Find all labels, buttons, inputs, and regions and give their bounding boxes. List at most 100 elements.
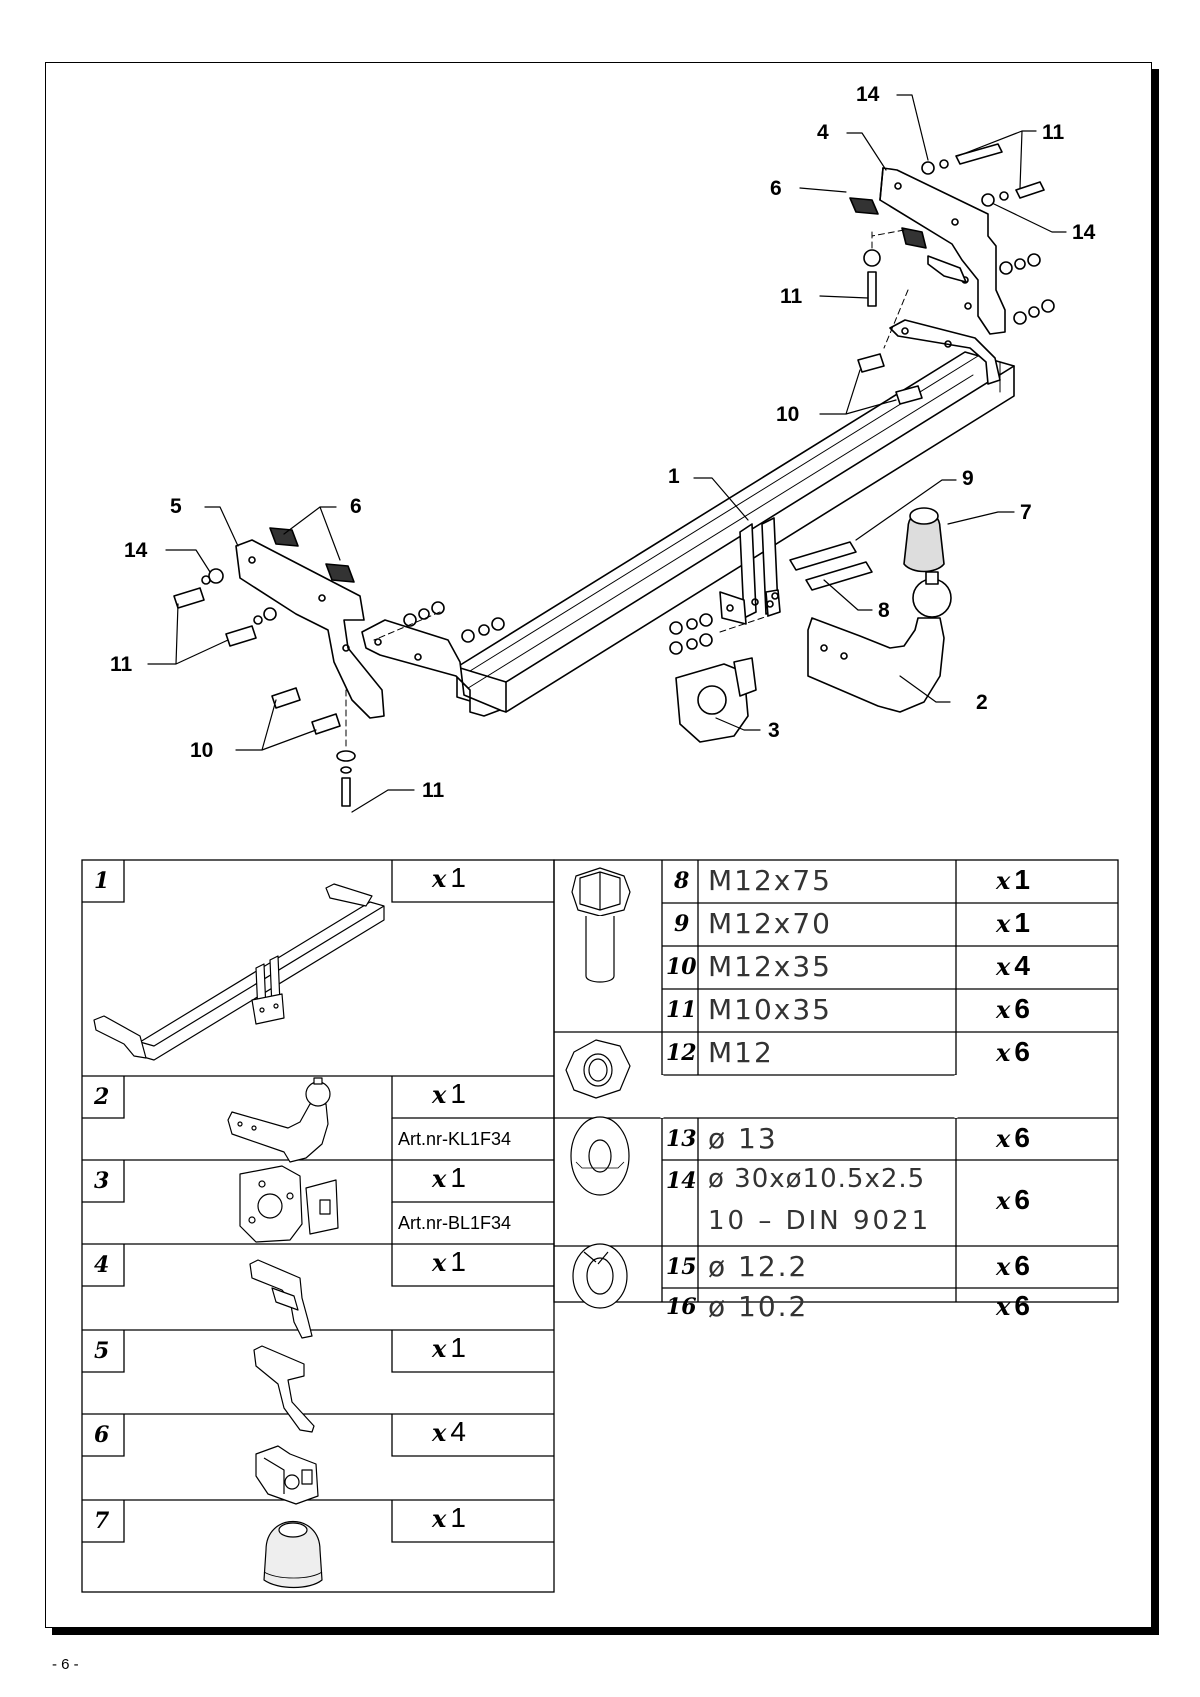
part-16-spec: ø 10.2 — [708, 1290, 809, 1323]
callout-3: 3 — [768, 719, 780, 742]
qty-x: x — [432, 1418, 447, 1447]
qty-x: x — [432, 1164, 447, 1193]
crossbar-drawing — [361, 319, 1015, 717]
qty-n: 4 — [450, 1416, 466, 1447]
callout-8: 8 — [878, 599, 890, 622]
callout-10-right: 10 — [776, 403, 800, 426]
part-16-number: 16 — [666, 1294, 697, 1320]
thumb-washer — [570, 1116, 630, 1196]
part-5-number: 5 — [94, 1338, 110, 1364]
callout-1: 1 — [668, 465, 680, 488]
qty-n: 6 — [1014, 1290, 1030, 1321]
qty-n: 6 — [1014, 1184, 1030, 1215]
qty-n: 1 — [450, 1332, 466, 1363]
assembly-lines — [345, 229, 909, 751]
qty-x: x — [996, 1124, 1011, 1153]
qty-x: x — [432, 864, 447, 893]
ball-neck-drawing — [807, 571, 952, 713]
part-11-spec: M10x35 — [708, 993, 832, 1026]
part-8-number: 8 — [674, 868, 690, 894]
part-12-number: 12 — [666, 1040, 697, 1066]
qty-x: x — [996, 909, 1011, 938]
thumb-clip — [255, 1445, 319, 1505]
page-number: - 6 - — [52, 1656, 79, 1673]
callout-5: 5 — [170, 495, 182, 518]
part-1-number: 1 — [94, 868, 110, 894]
callout-11-bottom: 11 — [422, 779, 445, 802]
part-2-article-number: Art.nr-KL1F34 — [398, 1129, 512, 1149]
part-7-number: 7 — [94, 1508, 110, 1534]
part-8-spec: M12x75 — [708, 864, 832, 897]
qty-n: 6 — [1014, 993, 1030, 1024]
part-13-number: 13 — [666, 1126, 697, 1152]
part-9-number: 9 — [674, 911, 690, 937]
part-9-spec: M12x70 — [708, 907, 832, 940]
part-3-number: 3 — [94, 1168, 110, 1194]
clip-drawings — [269, 197, 927, 583]
qty-x: x — [432, 1248, 447, 1277]
part-4-number: 4 — [94, 1252, 110, 1278]
thumb-ball-neck — [227, 1077, 331, 1163]
thumb-bolt — [571, 867, 631, 983]
thumb-bracket-left — [253, 1345, 315, 1433]
part-14-number: 14 — [666, 1168, 697, 1194]
part-11-number: 11 — [666, 997, 697, 1023]
part-15-spec: ø 12.2 — [708, 1250, 809, 1283]
qty-n: 1 — [450, 1502, 466, 1533]
qty-x: x — [996, 866, 1011, 895]
callout-6-right: 6 — [770, 177, 782, 200]
leader-lines — [147, 94, 1067, 813]
qty-x: x — [432, 1334, 447, 1363]
part-15-number: 15 — [666, 1254, 697, 1280]
qty-n: 1 — [1014, 864, 1030, 895]
callout-11-top-right: 11 — [1042, 121, 1065, 144]
qty-n: 6 — [1014, 1122, 1030, 1153]
thumb-ball-cap — [263, 1520, 323, 1589]
callout-14-right: 14 — [1072, 221, 1096, 244]
qty-x: x — [996, 1292, 1011, 1321]
thumb-socket-plate — [239, 1165, 339, 1243]
qty-n: 1 — [450, 862, 466, 893]
page-frame — [45, 62, 1152, 1628]
part-14-spec: ø 30xø10.5x2.5 — [708, 1164, 926, 1194]
qty-x: x — [996, 1038, 1011, 1067]
callout-4: 4 — [817, 121, 829, 144]
callout-7: 7 — [1020, 501, 1032, 524]
callout-9: 9 — [962, 467, 974, 490]
part-2-number: 2 — [94, 1084, 110, 1110]
fastener-drawings — [173, 143, 1055, 807]
qty-n: 6 — [1014, 1250, 1030, 1281]
part-6-number: 6 — [94, 1422, 110, 1448]
thumb-crossbar — [93, 883, 385, 1061]
callout-14-top: 14 — [856, 83, 880, 106]
qty-x: x — [432, 1504, 447, 1533]
callout-14-left: 14 — [124, 539, 148, 562]
qty-n: 6 — [1014, 1036, 1030, 1067]
qty-n: 1 — [450, 1162, 466, 1193]
ball-cap-drawing — [903, 507, 945, 573]
qty-n: 4 — [1014, 950, 1030, 981]
callout-2: 2 — [976, 691, 988, 714]
qty-n: 1 — [450, 1246, 466, 1277]
part-10-spec: M12x35 — [708, 950, 832, 983]
socket-plate-drawing — [675, 657, 757, 743]
right-side-bracket-drawing — [879, 167, 1006, 335]
left-side-bracket-drawing — [235, 539, 385, 719]
thumb-bracket-right — [249, 1259, 313, 1339]
thumb-nut — [565, 1039, 631, 1099]
